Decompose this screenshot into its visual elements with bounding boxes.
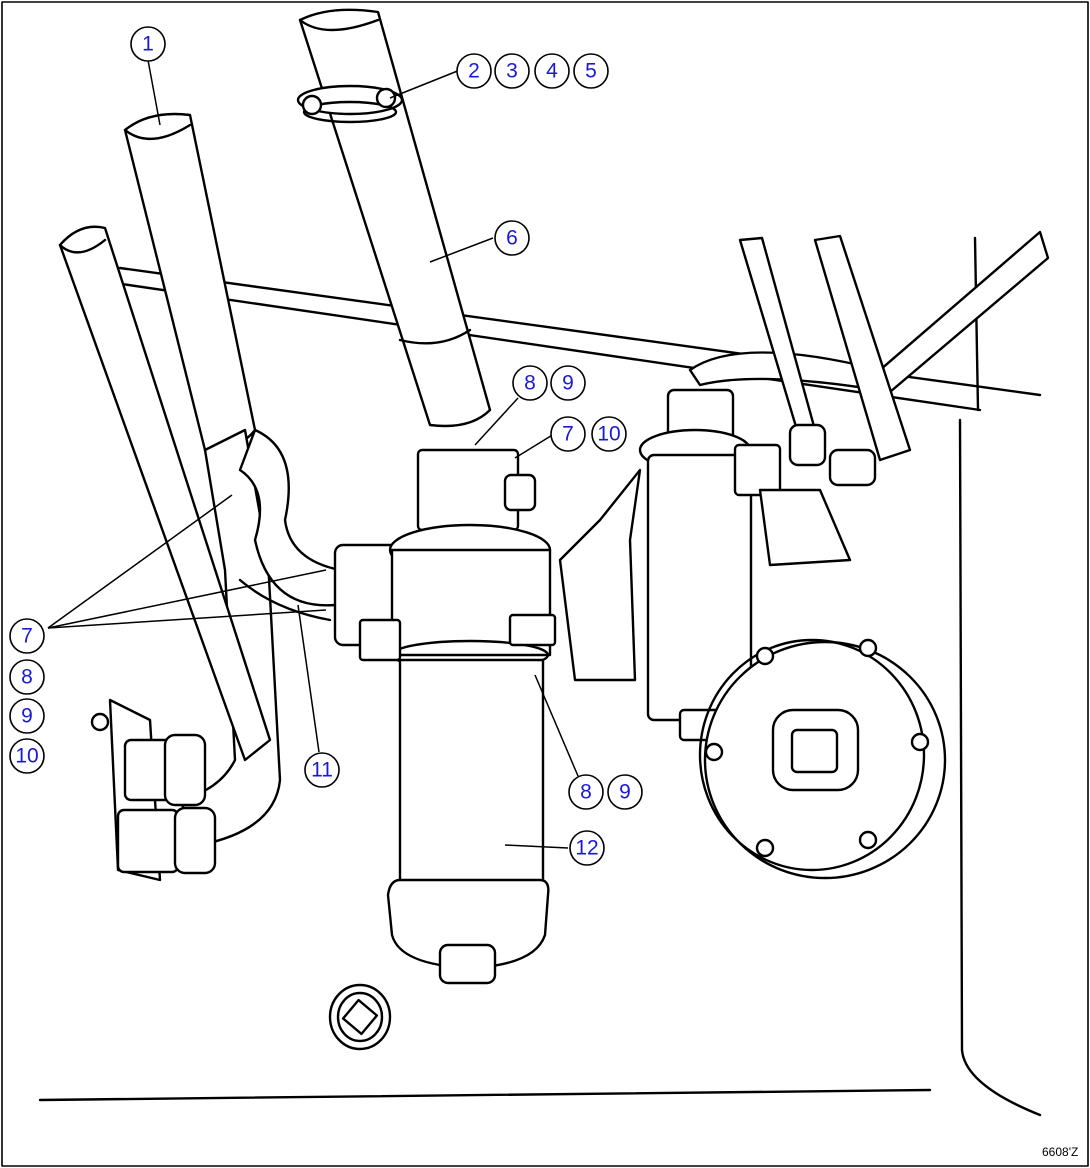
motor-flange — [698, 638, 947, 880]
callout-10-left-label: 10 — [15, 745, 38, 768]
callout-1: 1 — [130, 26, 166, 62]
callout-12-label: 12 — [575, 837, 598, 860]
callout-10-left: 10 — [9, 738, 45, 774]
figure-id: 6608'Z — [1042, 1145, 1078, 1159]
callout-6-label: 6 — [506, 227, 518, 250]
callout-9-bottom-label: 9 — [619, 781, 631, 804]
callout-8-top: 8 — [512, 365, 548, 401]
callout-8-top-label: 8 — [524, 372, 536, 395]
callout-4-label: 4 — [546, 60, 558, 83]
callout-11: 11 — [304, 752, 340, 788]
callout-6: 6 — [494, 220, 530, 256]
callout-9-top: 9 — [550, 365, 586, 401]
callout-5: 5 — [573, 53, 609, 89]
callout-9-left: 9 — [9, 698, 45, 734]
callout-3-label: 3 — [506, 60, 518, 83]
fitting-bracket — [90, 698, 217, 882]
callout-3: 3 — [494, 53, 530, 89]
drain-plug — [328, 983, 392, 1051]
hose-6 — [296, 8, 492, 428]
callout-9-left-label: 9 — [21, 705, 33, 728]
hose-1 — [58, 112, 282, 847]
leader-lines — [47, 59, 579, 849]
callout-9-bottom: 9 — [607, 774, 643, 810]
callout-7-left-label: 7 — [21, 625, 33, 648]
callout-8-left: 8 — [9, 659, 45, 695]
secondary-filter — [558, 230, 1050, 742]
callout-5-label: 5 — [585, 60, 597, 83]
callout-2-label: 2 — [468, 60, 480, 83]
callout-9-top-label: 9 — [562, 372, 574, 395]
callout-10-top: 10 — [591, 416, 627, 452]
callout-1-label: 1 — [142, 33, 154, 56]
callout-11-label: 11 — [311, 759, 333, 782]
callout-8-bottom-label: 8 — [580, 781, 592, 804]
callout-8-left-label: 8 — [21, 666, 33, 689]
callout-7-left: 7 — [9, 618, 45, 654]
callout-12: 12 — [569, 830, 605, 866]
callout-4: 4 — [534, 53, 570, 89]
callout-8-bottom: 8 — [568, 774, 604, 810]
main-filter — [333, 448, 557, 985]
callout-7-top: 7 — [550, 416, 586, 452]
callout-7-top-label: 7 — [562, 423, 574, 446]
callout-2: 2 — [456, 53, 492, 89]
callout-10-top-label: 10 — [597, 423, 620, 446]
